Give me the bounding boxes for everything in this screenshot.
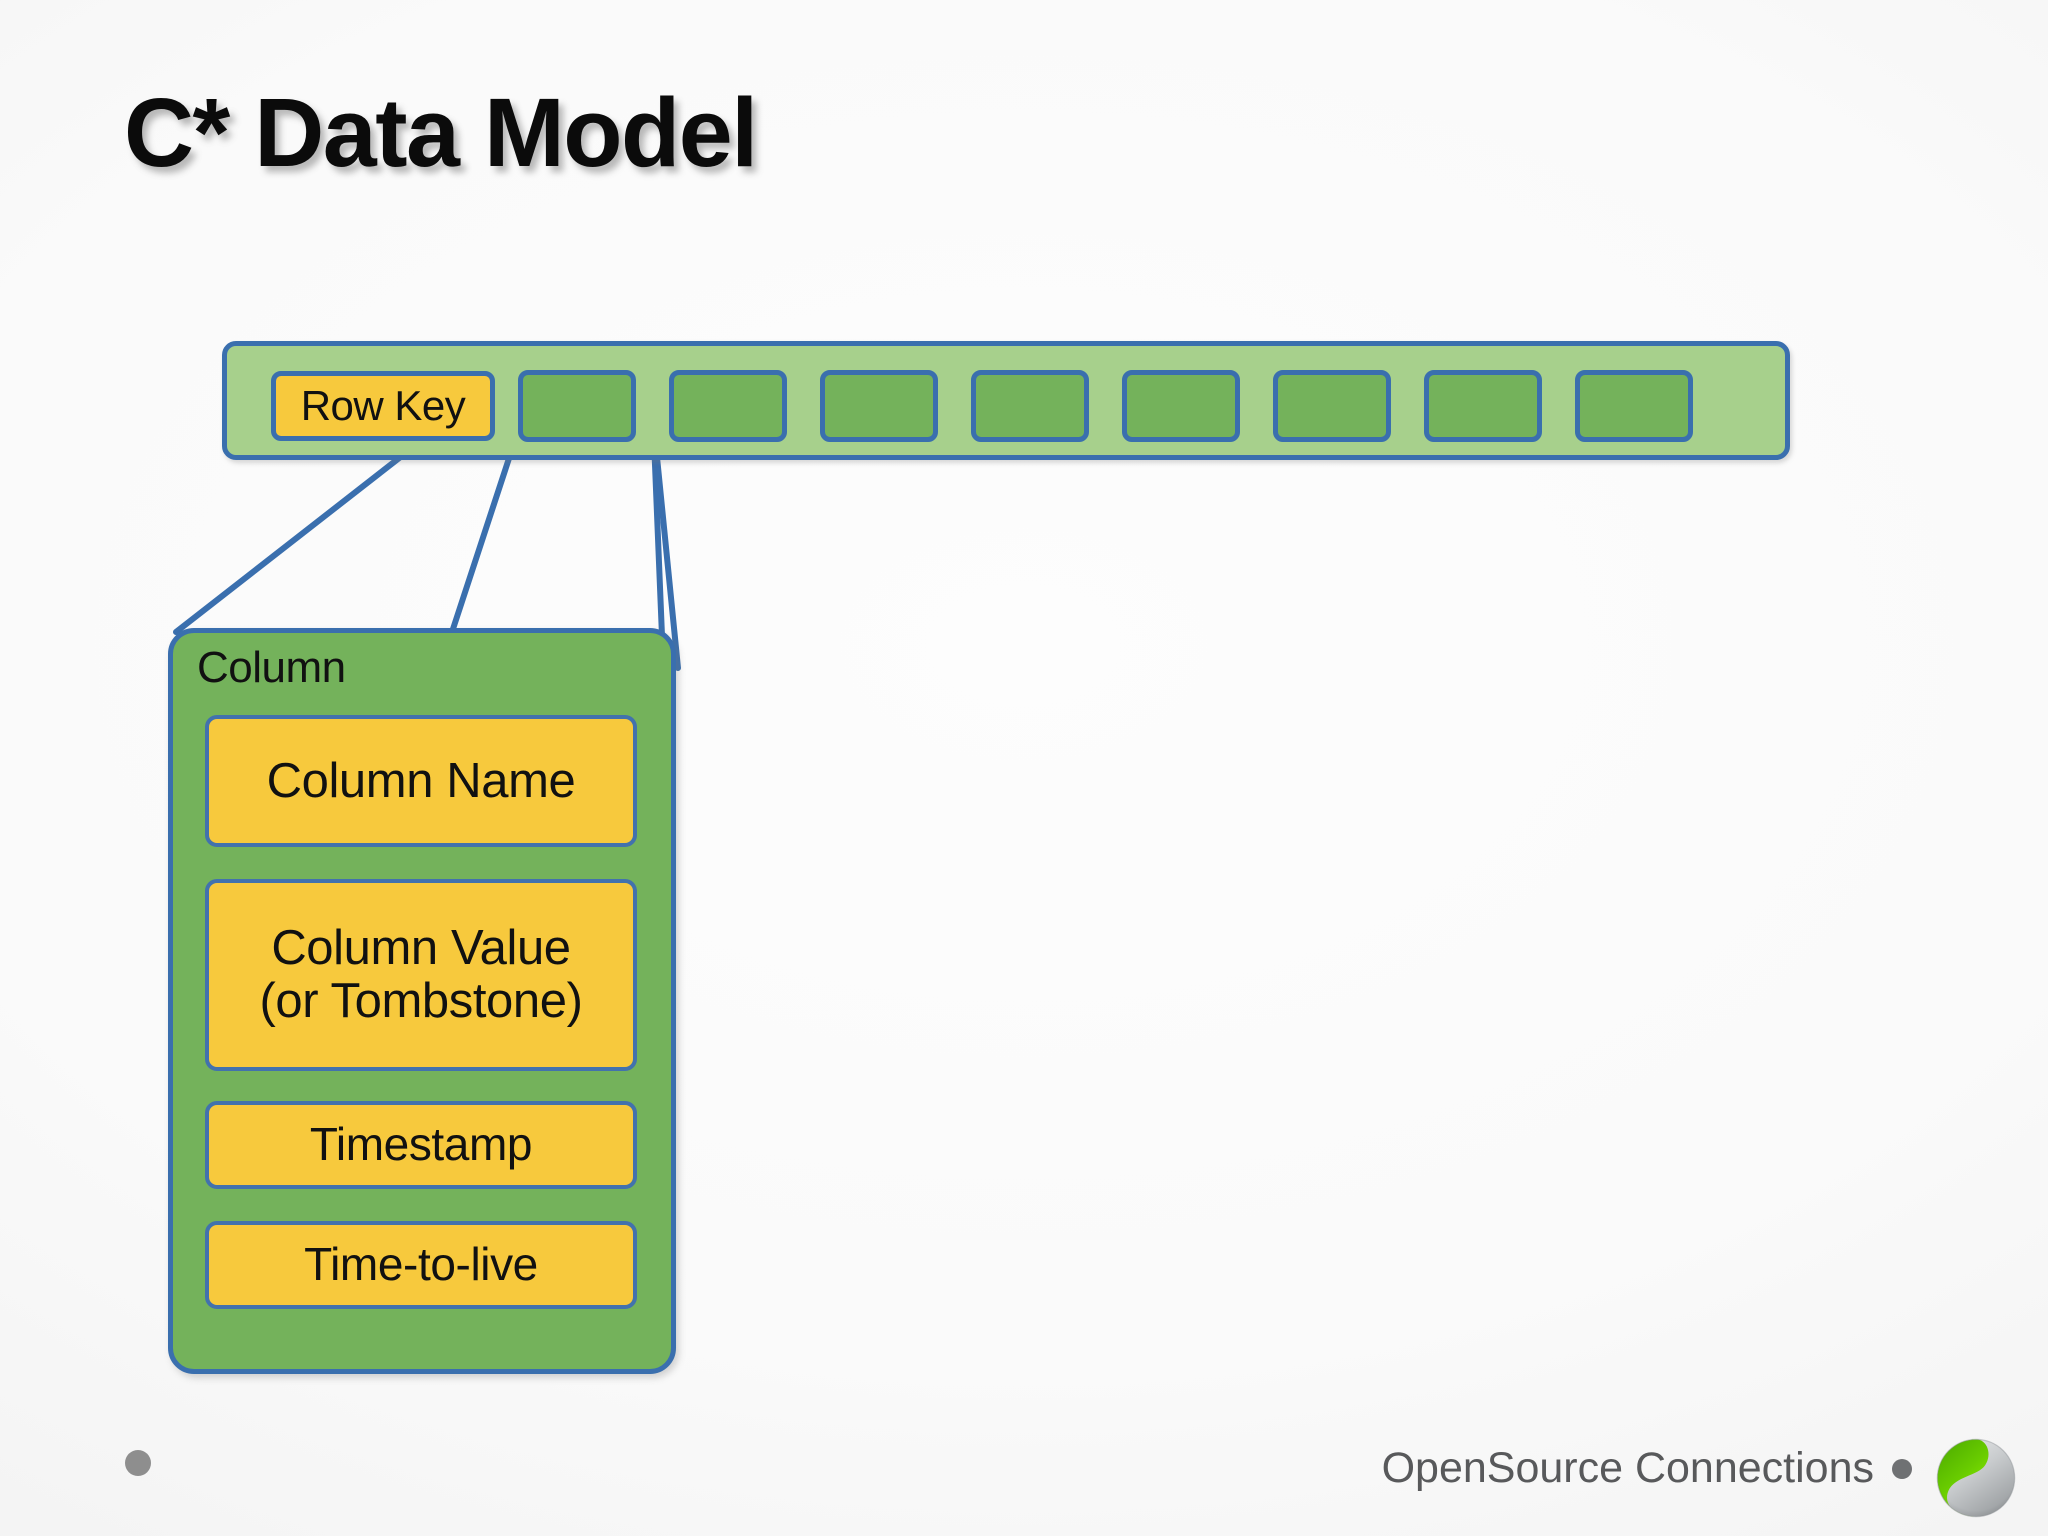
field-column-name-label: Column Name (266, 753, 576, 808)
row-cell[interactable] (1122, 370, 1240, 442)
column-panel-label: Column (197, 643, 346, 692)
field-timestamp[interactable]: Timestamp (205, 1101, 637, 1189)
page-marker-dot-icon (125, 1450, 151, 1476)
field-column-value-sublabel: (or Tombstone) (259, 974, 583, 1028)
field-column-value-label: Column Value (271, 921, 571, 976)
row-cell[interactable] (1575, 370, 1693, 442)
row-cell[interactable] (669, 370, 787, 442)
page-title: C* Data Model (124, 78, 758, 187)
opensource-connections-logo-icon (1936, 1438, 2016, 1518)
field-column-name[interactable]: Column Name (205, 715, 637, 847)
row-bar: Row Key (222, 341, 1790, 460)
row-cell[interactable] (1424, 370, 1542, 442)
field-timestamp-label: Timestamp (309, 1118, 533, 1171)
field-column-value[interactable]: Column Value (or Tombstone) (205, 879, 637, 1071)
column-detail-panel: Column Column Name Column Value (or Tomb… (168, 628, 676, 1374)
row-cell[interactable] (518, 370, 636, 442)
footer-brand-text: OpenSource Connections (1381, 1444, 1874, 1492)
row-cell[interactable] (1273, 370, 1391, 442)
footer-brand: OpenSource Connections (1382, 1444, 1912, 1493)
row-cell[interactable] (820, 370, 938, 442)
bullet-dot-icon (1892, 1458, 1912, 1479)
row-key-box[interactable]: Row Key (271, 371, 495, 441)
row-cell[interactable] (971, 370, 1089, 442)
field-time-to-live[interactable]: Time-to-live (205, 1221, 637, 1309)
field-time-to-live-label: Time-to-live (304, 1238, 538, 1291)
row-key-label: Row Key (300, 382, 466, 429)
